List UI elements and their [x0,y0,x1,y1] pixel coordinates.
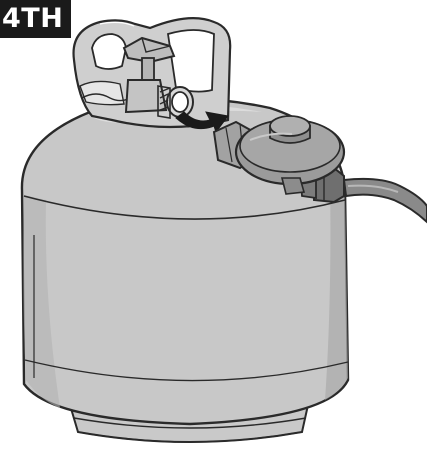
step-badge: 4TH [0,0,71,38]
hose-icon [344,179,427,222]
